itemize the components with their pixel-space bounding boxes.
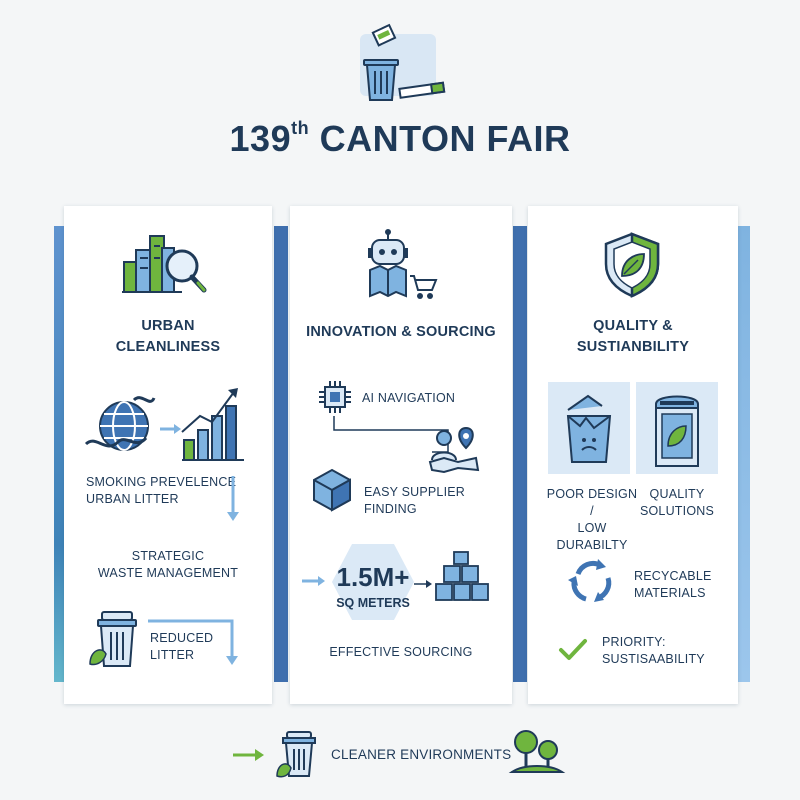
box-icon: [310, 468, 354, 517]
panel-title: QUALITY & SUSTIANBILITY: [576, 318, 690, 355]
area-value: 1.5M+: [336, 562, 410, 592]
arrow-right-icon: [302, 574, 326, 592]
chip-icon: [318, 380, 352, 419]
robot-icon: [366, 229, 440, 305]
strip-mid-left: [274, 226, 288, 682]
panel-title: INNOVATION & SOURCING: [306, 324, 496, 340]
broken-bin-icon: [566, 394, 612, 463]
arrow-right-small-icon: [414, 576, 434, 594]
boxes-icon: [434, 551, 494, 611]
footer-text: CLEANER ENVIRONMENTS: [331, 747, 512, 762]
growth-chart-icon: [181, 386, 246, 469]
panel-quality-sustainability: QUALITY & SUSTIANBILITY POOR DESIGN / LO…: [528, 206, 738, 704]
panel-urban-cleanliness: URBAN CLEANLINESS SMOKING PREVELENCE: [64, 206, 272, 704]
panel-title: URBAN CLEANLINESS: [115, 318, 221, 355]
eco-bin-icon: [655, 395, 699, 467]
elbow-arrow-icon: [148, 618, 248, 673]
area-hexagon: [330, 542, 416, 627]
hero-trash-bin-icon: [348, 22, 452, 106]
label-effective-sourcing: EFFECTIVE SOURCING: [329, 645, 473, 659]
recycle-icon: [566, 556, 616, 611]
poor-design-card: [548, 382, 630, 474]
person-map-icon: [428, 426, 480, 477]
globe-smoke-icon: [84, 390, 164, 465]
city-magnifier-icon: [120, 228, 210, 303]
label-reduced-litter: REDUCED LITTER: [150, 631, 214, 662]
arrow-down-icon: [226, 476, 240, 527]
footer-trash-bin-icon: [276, 730, 321, 785]
arrow-right-icon: [160, 422, 182, 440]
label-recyclable: RECYCABLE MATERIALS: [634, 569, 712, 600]
panel-innovation-sourcing: INNOVATION & SOURCING AI NAVIGATION: [290, 206, 512, 704]
label-easy-supplier: EASY SUPPLIER FINDING: [364, 485, 466, 516]
footer-arrow-icon: [233, 748, 265, 767]
label-ai-navigation: AI NAVIGATION: [362, 391, 456, 405]
strip-right: [738, 226, 750, 682]
page-title: 139th CANTON FAIR: [229, 118, 571, 159]
label-smoking: SMOKING PREVELENCE URBAN LITTER: [86, 475, 237, 506]
trees-icon: [508, 726, 566, 781]
strip-mid-right: [513, 226, 527, 682]
label-strategic: STRATEGIC WASTE MANAGEMENT: [97, 549, 239, 580]
label-priority: PRIORITY: SUSTISAABILITY: [602, 635, 705, 666]
shield-leaf-icon: [604, 232, 660, 303]
label-quality-solutions: QUALITY SOLUTIONS: [639, 487, 715, 518]
checkmark-icon: [558, 638, 588, 667]
trash-bin-icon: [89, 610, 140, 673]
label-poor-design: POOR DESIGN / LOW DURABILTY: [546, 487, 638, 552]
strip-left: [54, 226, 66, 682]
area-unit: SQ METERS: [336, 596, 410, 610]
quality-solutions-card: [636, 382, 718, 474]
